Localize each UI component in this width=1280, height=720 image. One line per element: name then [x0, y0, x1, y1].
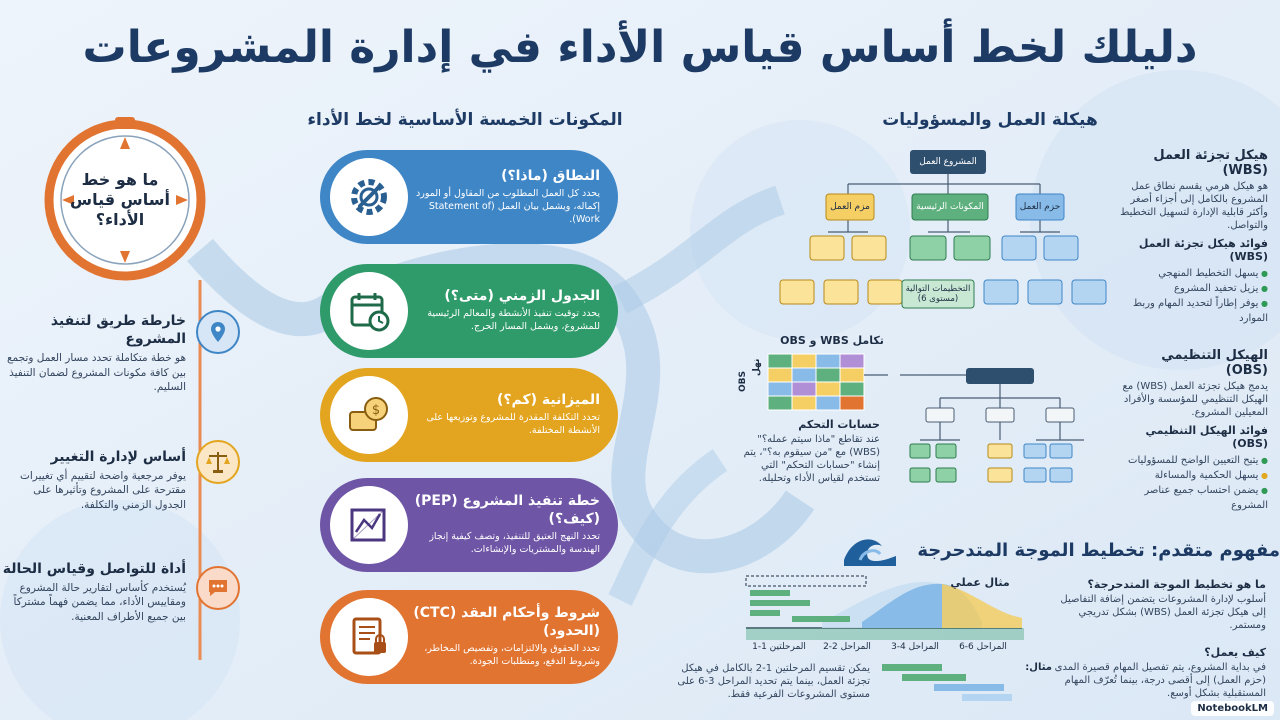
- baseline-question: ما هو خط أساس قياس الأداء؟: [70, 170, 170, 229]
- budget-text: تحدد التكلفة المقدرة للمشروع وتوزيعها عل…: [426, 412, 600, 437]
- blueprint-icon: [350, 508, 386, 542]
- integration-title: تكامل WBS و OBS: [780, 334, 884, 347]
- map-pin-icon: [211, 322, 225, 342]
- rolling-heading: مفهوم متقدم: تخطيط الموجة المتدحرجة: [917, 540, 1280, 561]
- contract-icon-circle: [330, 598, 408, 676]
- compass-icon: [44, 117, 206, 281]
- rolling-what-title: ما هو تخطيط الموجة المتدحرجة؟: [1087, 578, 1266, 591]
- change-text: يوفر مرجعية واضحة لتقييم أي تغييرات مقتر…: [20, 470, 186, 511]
- wbs-leaf-label: التخطيمات التوالية (مستوى 6): [905, 283, 971, 304]
- contract-title: شروط وأحكام العقد (CTC) (الحدود): [413, 605, 600, 639]
- obs-axis-label: OBS: [738, 371, 748, 392]
- wbs-benefit: يزيل تحفيد المشروع: [1118, 281, 1268, 296]
- example-gantt: [882, 664, 1012, 701]
- budget-icon-circle: $: [330, 376, 408, 454]
- wbs-benefits-title: فوائد هيكل تجزئة العمل (WBS): [1138, 237, 1268, 263]
- scope-icon-circle: [330, 158, 408, 236]
- chat-icon: [209, 580, 227, 596]
- obs-tree-diagram: [900, 368, 1084, 483]
- pep-pill: خطة تنفيذ المشروع (PEP) (كيف؟) تحدد النه…: [320, 478, 618, 572]
- svg-text:$: $: [372, 403, 380, 418]
- scope-pill: النطاق (ماذا؟) يحدد كل العمل المطلوب من …: [320, 150, 618, 244]
- rolling-how: كيف يعمل؟ في بداية المشروع، يتم تفصيل ال…: [1052, 646, 1266, 700]
- rolling-what-text: أسلوب لإدارة المشروعات يتضمن إضافة التفا…: [1060, 594, 1266, 631]
- wbs-benefit: يوفر إطاراً لتحديد المهام وربط الموارد: [1118, 296, 1268, 326]
- obs-title: الهيكل التنظيمي (OBS): [1161, 348, 1268, 378]
- wbs-title: هيكل تجزئة العمل (WBS): [1153, 148, 1268, 178]
- wbs-root-label: المشروع العمل: [919, 156, 977, 167]
- example-text: يمكن تقسيم المرحلتين 1-2 بالكامل في هيكل…: [664, 662, 870, 701]
- roadmap-text: هو خطة متكاملة تحدد مسار العمل وتجمع بين…: [6, 352, 186, 393]
- contract-text: تحدد الحقوق والالتزامات، وتفصيص المخاطر،…: [424, 643, 600, 667]
- communication-text: يُستخدم كأساس لتقارير حالة المشروع ومقاي…: [13, 582, 186, 623]
- roadmap-badge: [196, 310, 240, 354]
- pep-title: خطة تنفيذ المشروع (PEP) (كيف؟): [414, 493, 600, 527]
- roadmap-title: خارطة طريق لتنفيذ المشروع: [50, 313, 186, 348]
- change-item: أساس لإدارة التغيير يوفر مرجعية واضحة لت…: [0, 448, 186, 512]
- obs-benefit: يسهل الحكمية والمساءلة: [1118, 468, 1268, 483]
- notebooklm-brand: NotebookLM: [1191, 701, 1274, 716]
- schedule-pill: الجدول الزمني (متى؟) يحدد توقيت تنفيذ ال…: [320, 264, 618, 358]
- brand-label: NotebookLM: [1197, 703, 1268, 714]
- communication-title: أداة للتواصل وقياس الحالة: [2, 561, 186, 577]
- obs-description: الهيكل التنظيمي (OBS) يدمج هيكل تجزئة ال…: [1118, 348, 1268, 513]
- integration-matrix: [767, 353, 888, 411]
- scales-icon: [206, 452, 230, 473]
- phase-label: المراحل 2-2: [823, 642, 871, 652]
- scope-title: النطاق (ماذا؟): [501, 167, 600, 184]
- wbs-text: هو هيكل هرمي يقسم نطاق عمل المشروع بالكا…: [1120, 181, 1268, 231]
- phase-label: المراحل 4-3: [891, 642, 939, 652]
- communication-badge: [196, 566, 240, 610]
- wave-icon: [844, 539, 896, 566]
- obs-benefit: يضمن احتساب جميع عناصر المشروع: [1118, 483, 1268, 513]
- money-icon: $: [349, 397, 388, 431]
- budget-pill: $ الميزانية (كم؟) تحدد التكلفة المقدرة ل…: [320, 368, 618, 462]
- change-badge: [196, 440, 240, 484]
- wbs-branch-3: حزم العمل: [1019, 201, 1061, 212]
- example-body: يمكن تقسيم المرحلتين 1-2 بالكامل في هيكل…: [677, 663, 870, 700]
- gear-wrench-icon: [351, 179, 387, 215]
- schedule-icon-circle: [330, 272, 408, 350]
- contract-pill: شروط وأحكام العقد (CTC) (الحدود) تحدد ال…: [320, 590, 618, 684]
- wbs-benefit: يسهل التخطيط المنهجي: [1118, 266, 1268, 281]
- wbs-description: هيكل تجزئة العمل (WBS) هو هيكل هرمي يقسم…: [1118, 148, 1268, 326]
- wbs-branch-1: مزم العمل: [830, 201, 870, 212]
- roadmap-item: خارطة طريق لتنفيذ المشروع هو خطة متكاملة…: [0, 312, 186, 394]
- control-text: عند تقاطع "ماذا سيتم عمله؟" (WBS) مع "من…: [743, 434, 880, 484]
- communication-item: أداة للتواصل وقياس الحالة يُستخدم كأساس …: [0, 560, 186, 624]
- rolling-wave-chart: [745, 575, 1024, 640]
- budget-title: الميزانية (كم؟): [496, 391, 600, 408]
- calendar-clock-icon: [350, 293, 390, 332]
- phase-label: المرحلتين 1-1: [752, 642, 806, 652]
- obs-benefit: يتيح التعيين الواضح للمسؤوليات: [1118, 453, 1268, 468]
- wbs-branch-2: المكونات الرئيسية: [916, 201, 984, 212]
- pep-text: تحدد النهج العتيق للتنفيذ، وتصف كيفية إن…: [429, 531, 600, 555]
- schedule-text: يحدد توقيت تنفيذ الأنشطة والمعالم الرئيس…: [427, 308, 600, 333]
- control-title: حسابات التحكم: [798, 418, 880, 431]
- page-title: دليلك لخط أساس قياس الأداء في إدارة المش…: [82, 22, 1198, 73]
- example-title: مثال عملي: [950, 576, 1010, 589]
- rolling-what: ما هو تخطيط الموجة المتدحرجة؟ أسلوب لإدا…: [1052, 578, 1266, 632]
- components-heading: المكونات الخمسة الأساسية لخط الأداء: [307, 110, 623, 130]
- obs-axis-label-2: نهل: [752, 358, 762, 376]
- control-accounts: حسابات التحكم عند تقاطع "ماذا سيتم عمله؟…: [740, 418, 880, 485]
- obs-text: يدمج هيكل تجزئة العمل (WBS) مع الهيكل ال…: [1122, 381, 1268, 418]
- rolling-how-title: كيف يعمل؟: [1204, 646, 1266, 659]
- wbs-tree-diagram: [779, 150, 1107, 309]
- phase-label: المراحل 6-6: [959, 642, 1007, 652]
- rolling-how-text: في بداية المشروع، يتم تفصيل المهام قصيرة…: [1054, 662, 1266, 699]
- schedule-title: الجدول الزمني (متى؟): [444, 287, 600, 304]
- contract-icon: [352, 617, 386, 655]
- change-title: أساس لإدارة التغيير: [50, 449, 186, 465]
- pep-icon-circle: [330, 486, 408, 564]
- obs-benefits-title: فوائد الهيكل التنظيمي (OBS): [1145, 424, 1268, 450]
- scope-text: يحدد كل العمل المطلوب من المقاول أو المو…: [416, 188, 600, 225]
- example-label: مثال:: [1025, 662, 1052, 673]
- structure-heading: هيكلة العمل والمسؤوليات: [882, 110, 1098, 130]
